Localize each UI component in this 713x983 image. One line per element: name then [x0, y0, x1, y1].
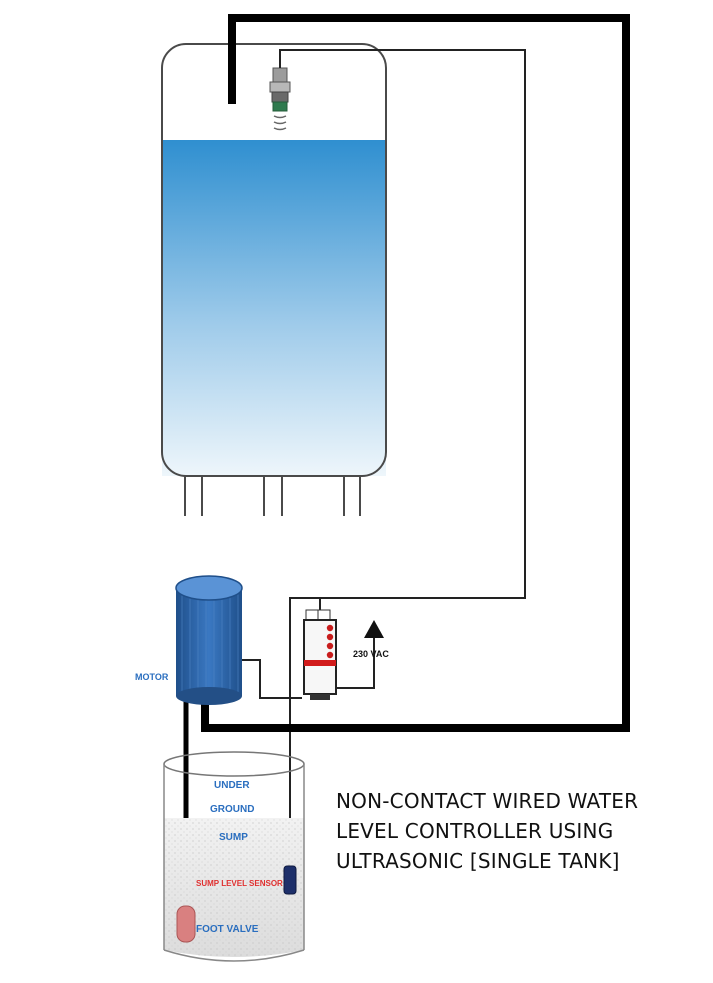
tank-outline — [161, 43, 387, 477]
sump-label-ground: GROUND — [210, 804, 254, 815]
foot-valve-label: FOOT VALVE — [196, 924, 259, 935]
title-line-1: NON-CONTACT WIRED WATER — [336, 789, 639, 813]
voltage-label: 230 VAC — [353, 649, 389, 659]
supply-wire — [336, 636, 375, 689]
sensor-cable — [279, 49, 526, 876]
sensor-waves — [273, 115, 287, 131]
ultrasonic-sensor — [269, 67, 291, 131]
foot-valve — [176, 905, 196, 943]
supply-arrow — [364, 620, 384, 638]
controller-unit — [303, 609, 337, 700]
indicator-led — [326, 624, 334, 632]
delivery-pipe — [201, 14, 630, 732]
motor-label: MOTOR — [135, 672, 169, 682]
title-line-3: ULTRASONIC [SINGLE TANK] — [336, 849, 620, 873]
tank-water — [162, 140, 386, 476]
indicator-led — [326, 651, 334, 659]
underground-sump — [163, 751, 305, 962]
diagram-title: NON-CONTACT WIRED WATER LEVEL CONTROLLER… — [336, 786, 706, 876]
sump-label-sump: SUMP — [219, 832, 248, 843]
motor-power-wire — [242, 659, 302, 699]
tank-legs — [184, 476, 361, 516]
indicator-led — [326, 633, 334, 641]
sump-label-under: UNDER — [214, 780, 250, 791]
sump-sensor-label: SUMP LEVEL SENSOR — [196, 879, 283, 888]
motor — [175, 575, 243, 705]
controller-stripe — [304, 660, 336, 666]
overhead-tank — [161, 43, 387, 516]
title-line-2: LEVEL CONTROLLER USING — [336, 819, 614, 843]
sump-level-sensor — [283, 865, 297, 895]
indicator-led — [326, 642, 334, 650]
